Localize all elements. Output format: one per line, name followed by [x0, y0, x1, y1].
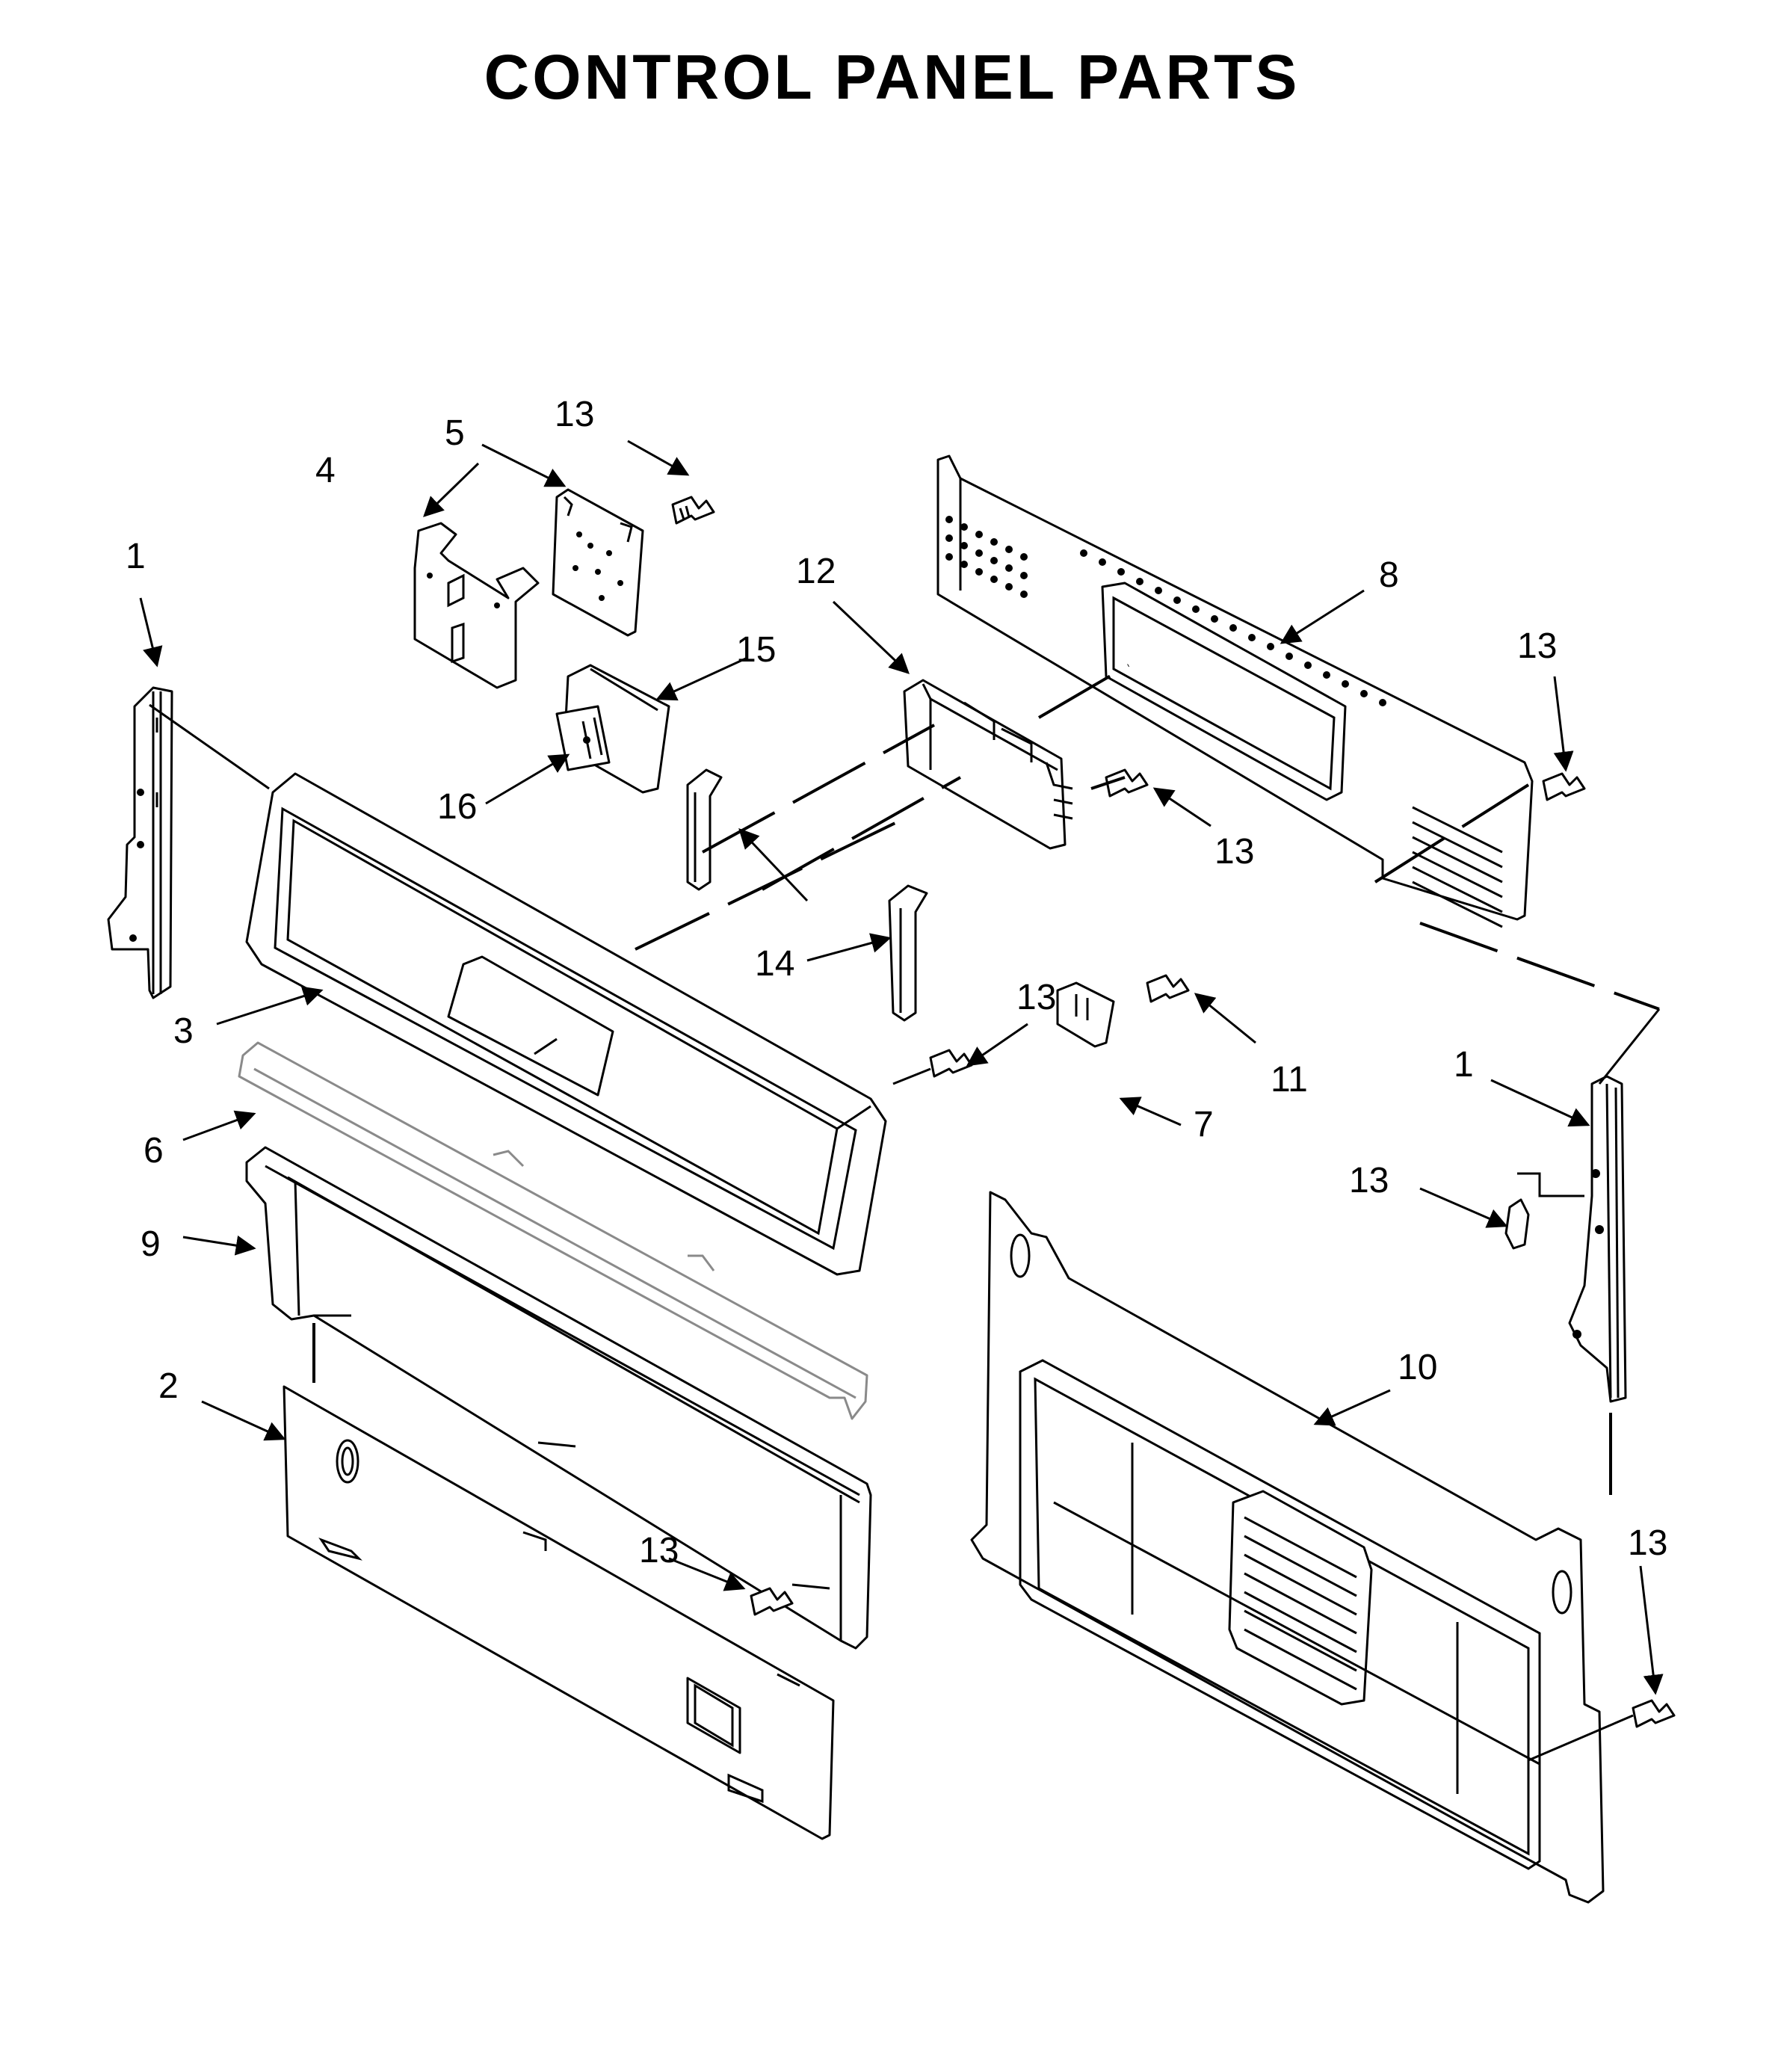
callout-9: 9 [141, 1224, 161, 1264]
screw-module [1105, 768, 1149, 798]
trim-strip-part [238, 1041, 868, 1420]
screw-lower-left [750, 1587, 794, 1616]
assembly-lines [149, 664, 1661, 1762]
vent-slots [1412, 806, 1503, 928]
callout-16: 16 [437, 787, 477, 827]
callout-10: 10 [1398, 1348, 1437, 1387]
screw-top [671, 496, 715, 525]
callout-13-lower-right: 13 [1628, 1523, 1667, 1563]
mounting-bracket-part [245, 1146, 872, 1650]
lower-rear-panel-part [970, 1191, 1605, 1904]
screws [671, 496, 1676, 1728]
vent-dots [945, 516, 1386, 706]
leader-arrows [139, 440, 1664, 1695]
callout-labels: 1 1 2 3 4 5 6 7 8 9 10 11 12 13 13 13 13… [126, 395, 1667, 1570]
callout-2: 2 [158, 1366, 179, 1406]
oven-switch-part [555, 664, 670, 794]
callout-13-right-top: 13 [1517, 626, 1557, 666]
page-title: CONTROL PANEL PARTS [484, 42, 1300, 112]
callout-12: 12 [796, 552, 836, 591]
callout-11: 11 [1271, 1060, 1308, 1100]
electronic-control-module-part [903, 679, 1073, 850]
callout-13-bracket: 13 [1349, 1161, 1389, 1200]
callout-5: 5 [445, 413, 465, 453]
switch-bracket-part [413, 522, 540, 689]
callout-13-lower-left: 13 [639, 1531, 679, 1570]
lower-panel-part [283, 1385, 835, 1840]
wire-clip-part [1056, 981, 1115, 1048]
rear-control-cover-part [936, 454, 1534, 928]
screw-bracket [1504, 1198, 1530, 1250]
callout-3: 3 [173, 1011, 194, 1051]
callout-6: 6 [143, 1131, 164, 1171]
control-panel-frame-part [245, 772, 887, 1276]
callout-13-middle: 13 [1016, 978, 1056, 1017]
support-bracket-lower-part [888, 884, 928, 1022]
screw-lower-right [1632, 1699, 1676, 1728]
side-bracket-right-part [1568, 1075, 1627, 1403]
terminal-board-part [552, 488, 644, 637]
callout-4: 4 [315, 451, 336, 490]
screw-clip [1146, 974, 1190, 1003]
callout-13-module: 13 [1214, 832, 1254, 872]
callout-13-top: 13 [555, 395, 594, 434]
callout-1-left: 1 [126, 537, 146, 576]
callout-15: 15 [736, 630, 776, 670]
screw-middle [929, 1049, 973, 1078]
screw-right-top [1542, 772, 1586, 801]
callout-1-right: 1 [1454, 1045, 1474, 1085]
side-bracket-left-part [107, 686, 173, 999]
callout-7: 7 [1194, 1105, 1214, 1144]
support-bracket-upper-part [686, 768, 723, 891]
callout-8: 8 [1379, 555, 1399, 595]
callout-14: 14 [755, 944, 794, 984]
